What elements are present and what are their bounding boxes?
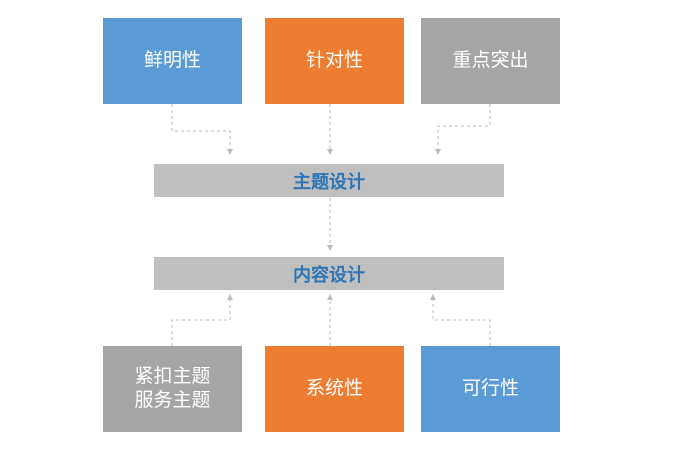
connector-top-left (171, 104, 233, 155)
box-systematic-label: 系统性 (305, 377, 363, 400)
connector-bottom-left (171, 294, 233, 346)
box-systematic: 系统性 (265, 346, 404, 432)
connector-top-right (435, 104, 491, 155)
box-serve-theme: 紧扣主题 服务主题 (103, 346, 242, 432)
box-key-emphasis-label: 重点突出 (452, 49, 529, 72)
bar-content-design: 内容设计 (154, 257, 504, 290)
box-distinctiveness: 鲜明性 (103, 18, 242, 104)
bar-theme-design-label: 主题设计 (293, 171, 365, 193)
box-pertinence-label: 针对性 (305, 49, 363, 72)
box-key-emphasis: 重点突出 (421, 18, 560, 104)
box-feasibility-label: 可行性 (461, 377, 519, 400)
connector-bottom-right (430, 294, 491, 346)
box-distinctiveness-label: 鲜明性 (143, 49, 201, 72)
bar-content-design-label: 内容设计 (293, 264, 365, 286)
box-serve-theme-line2: 服务主题 (134, 389, 211, 411)
bar-theme-design: 主题设计 (154, 164, 504, 197)
box-feasibility: 可行性 (421, 346, 560, 432)
box-serve-theme-line1: 紧扣主题 (134, 365, 211, 388)
box-pertinence: 针对性 (265, 18, 404, 104)
